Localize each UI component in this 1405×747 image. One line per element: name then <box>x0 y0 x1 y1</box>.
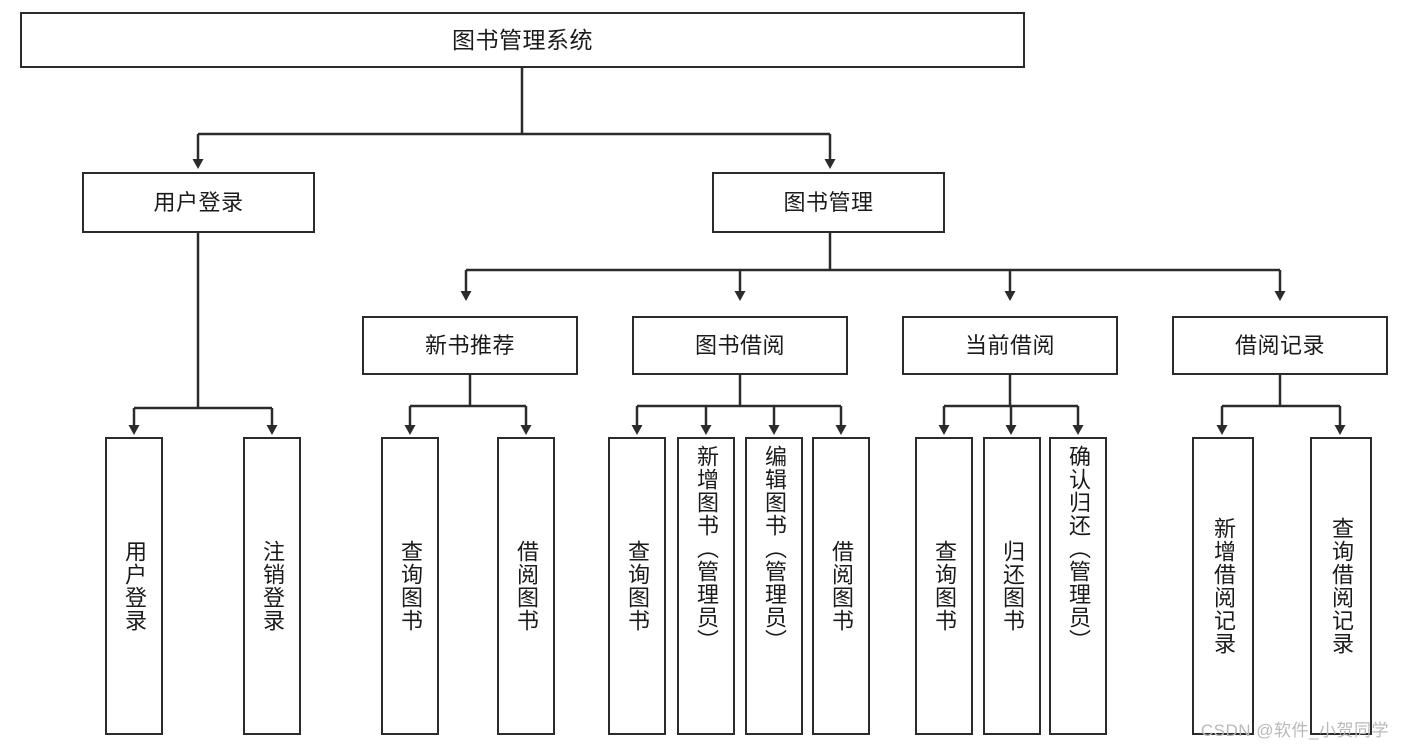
leaf-borrow-query-book-label: 查询图书 <box>624 540 650 632</box>
node-book-management-label: 图书管理 <box>783 189 874 215</box>
leaf-new-book-query-label: 查询图书 <box>397 540 423 632</box>
leaf-borrow-edit-book-label: 编辑图书（管理员） <box>761 445 787 652</box>
node-root-label: 图书管理系统 <box>452 26 593 53</box>
leaf-borrow-edit-book[interactable]: 编辑图书（管理员） <box>745 437 803 735</box>
leaf-user-login-signout-label: 注销登录 <box>259 540 285 632</box>
leaf-current-confirm-return-label: 确认归还（管理员） <box>1065 445 1091 652</box>
leaf-user-login-signin[interactable]: 用户登录 <box>105 437 163 735</box>
node-new-book-recommend[interactable]: 新书推荐 <box>362 316 578 375</box>
leaf-current-query-book[interactable]: 查询图书 <box>915 437 973 735</box>
node-user-login[interactable]: 用户登录 <box>82 172 315 233</box>
leaf-current-query-book-label: 查询图书 <box>931 540 957 632</box>
leaf-borrow-add-book-label: 新增图书（管理员） <box>693 445 719 652</box>
leaf-record-add-record-label: 新增借阅记录 <box>1210 517 1236 655</box>
leaf-record-query-record-label: 查询借阅记录 <box>1328 517 1354 655</box>
leaf-user-login-signout[interactable]: 注销登录 <box>243 437 301 735</box>
leaf-current-confirm-return[interactable]: 确认归还（管理员） <box>1049 437 1107 735</box>
node-book-management[interactable]: 图书管理 <box>712 172 945 233</box>
leaf-new-book-query[interactable]: 查询图书 <box>381 437 439 735</box>
leaf-new-book-borrow-label: 借阅图书 <box>513 540 539 632</box>
node-borrow-record[interactable]: 借阅记录 <box>1172 316 1388 375</box>
leaf-record-add-record[interactable]: 新增借阅记录 <box>1192 437 1254 735</box>
node-book-borrow[interactable]: 图书借阅 <box>632 316 848 375</box>
node-borrow-record-label: 借阅记录 <box>1234 332 1325 358</box>
node-current-borrow-label: 当前借阅 <box>964 332 1055 358</box>
node-user-login-label: 用户登录 <box>153 189 244 215</box>
leaf-borrow-add-book[interactable]: 新增图书（管理员） <box>677 437 735 735</box>
leaf-user-login-signin-label: 用户登录 <box>121 540 147 632</box>
node-current-borrow[interactable]: 当前借阅 <box>902 316 1118 375</box>
leaf-record-query-record[interactable]: 查询借阅记录 <box>1310 437 1372 735</box>
leaf-new-book-borrow[interactable]: 借阅图书 <box>497 437 555 735</box>
leaf-current-return-book[interactable]: 归还图书 <box>983 437 1041 735</box>
leaf-current-return-book-label: 归还图书 <box>999 540 1025 632</box>
node-new-book-recommend-label: 新书推荐 <box>424 332 515 358</box>
leaf-borrow-query-book[interactable]: 查询图书 <box>608 437 666 735</box>
node-book-borrow-label: 图书借阅 <box>694 332 785 358</box>
leaf-borrow-borrow-book[interactable]: 借阅图书 <box>812 437 870 735</box>
leaf-borrow-borrow-book-label: 借阅图书 <box>828 540 854 632</box>
node-root[interactable]: 图书管理系统 <box>20 12 1025 68</box>
watermark-text: CSDN @软件_小贺同学 <box>1200 721 1389 740</box>
